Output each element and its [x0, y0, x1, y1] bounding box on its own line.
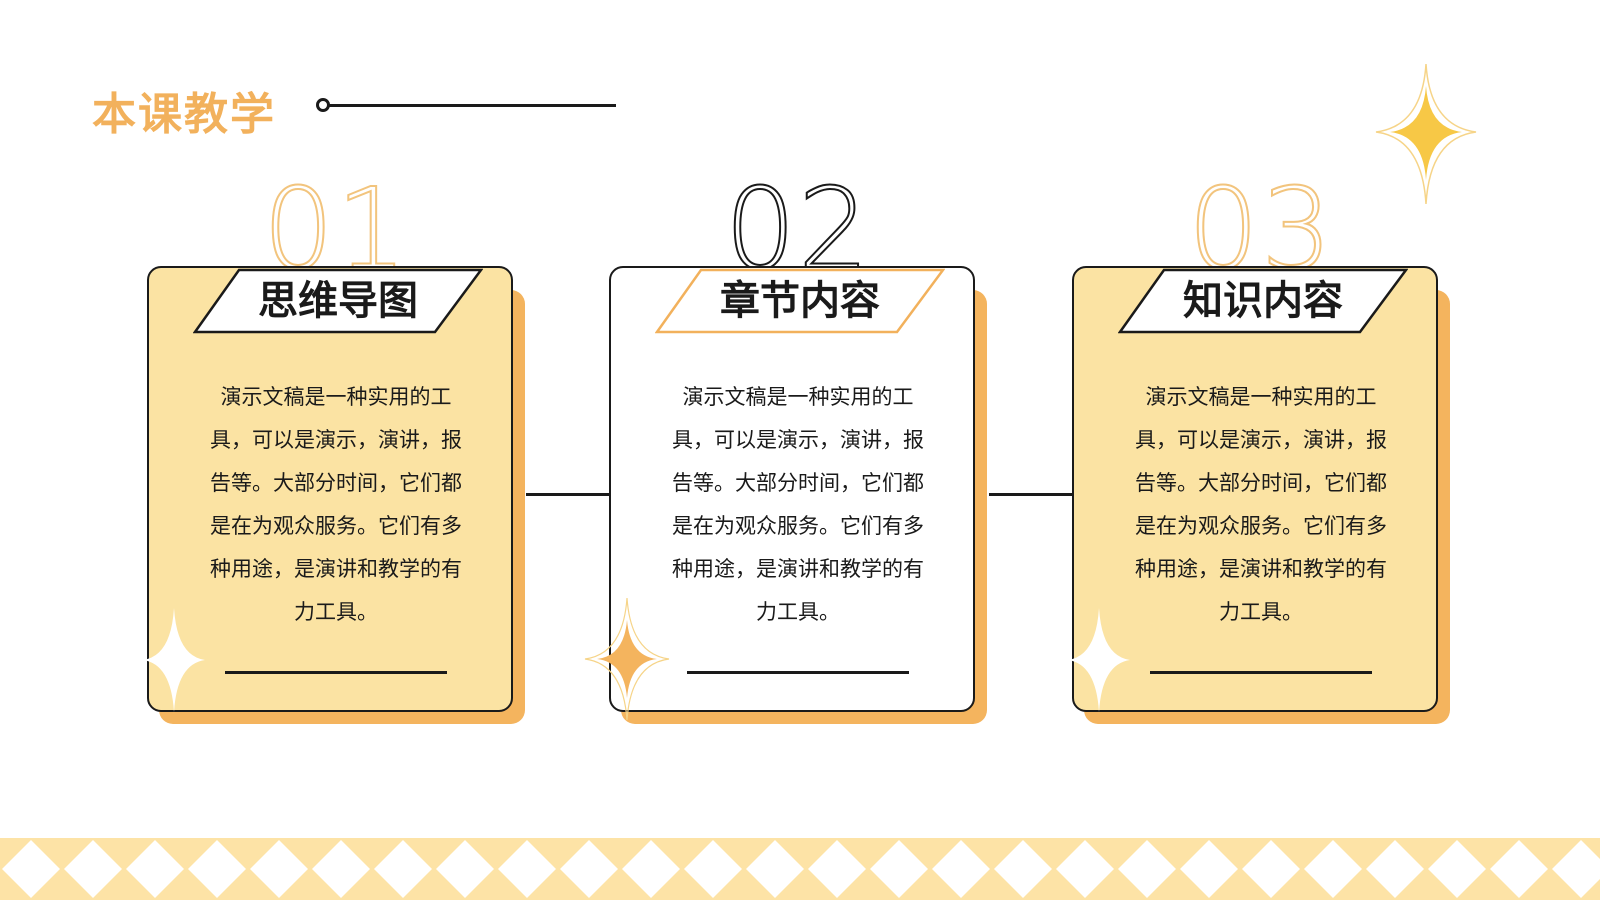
- card-number: 03: [1187, 174, 1335, 266]
- card-underline: [225, 671, 447, 674]
- card-underline: [687, 671, 909, 674]
- title-divider-dot: [316, 98, 330, 112]
- card-heading-tag: 知识内容: [1118, 268, 1408, 334]
- card-body: 思维导图 演示文稿是一种实用的工具，可以是演示，演讲，报告等。大部分时间，它们都…: [147, 266, 513, 712]
- card-heading-tag: 章节内容: [655, 268, 945, 334]
- footer-diamond-pattern: [0, 838, 1600, 900]
- card-body: 章节内容 演示文稿是一种实用的工具，可以是演示，演讲，报告等。大部分时间，它们都…: [609, 266, 975, 712]
- card-number: 02: [724, 174, 872, 266]
- sparkle-icon: [1068, 608, 1130, 712]
- card-heading: 思维导图: [258, 277, 418, 324]
- sparkle-icon: [584, 597, 670, 721]
- card-heading-tag: 思维导图: [193, 268, 483, 334]
- card-body: 知识内容 演示文稿是一种实用的工具，可以是演示，演讲，报告等。大部分时间，它们都…: [1072, 266, 1438, 712]
- connector-line-1: [526, 493, 610, 496]
- card-chapter-content: 02 章节内容 演示文稿是一种实用的工具，可以是演示，演讲，报告等。大部分时间，…: [584, 174, 987, 724]
- sparkle-icon: [1375, 63, 1477, 205]
- card-description: 演示文稿是一种实用的工具，可以是演示，演讲，报告等。大部分时间，它们都是在为观众…: [672, 385, 924, 624]
- card-description: 演示文稿是一种实用的工具，可以是演示，演讲，报告等。大部分时间，它们都是在为观众…: [1135, 385, 1387, 624]
- connector-line-2: [989, 493, 1073, 496]
- title-divider-line: [318, 104, 616, 107]
- card-knowledge-content: 03 知识内容 演示文稿是一种实用的工具，可以是演示，演讲，报告等。大部分时间，…: [1068, 174, 1450, 724]
- card-number: 01: [262, 174, 410, 266]
- page-title: 本课教学: [92, 89, 276, 140]
- card-description: 演示文稿是一种实用的工具，可以是演示，演讲，报告等。大部分时间，它们都是在为观众…: [210, 385, 462, 624]
- card-mind-map: 01 思维导图 演示文稿是一种实用的工具，可以是演示，演讲，报告等。大部分时间，…: [143, 174, 525, 724]
- card-heading: 知识内容: [1183, 277, 1343, 324]
- card-underline: [1150, 671, 1372, 674]
- card-heading: 章节内容: [720, 277, 880, 324]
- sparkle-icon: [143, 608, 205, 712]
